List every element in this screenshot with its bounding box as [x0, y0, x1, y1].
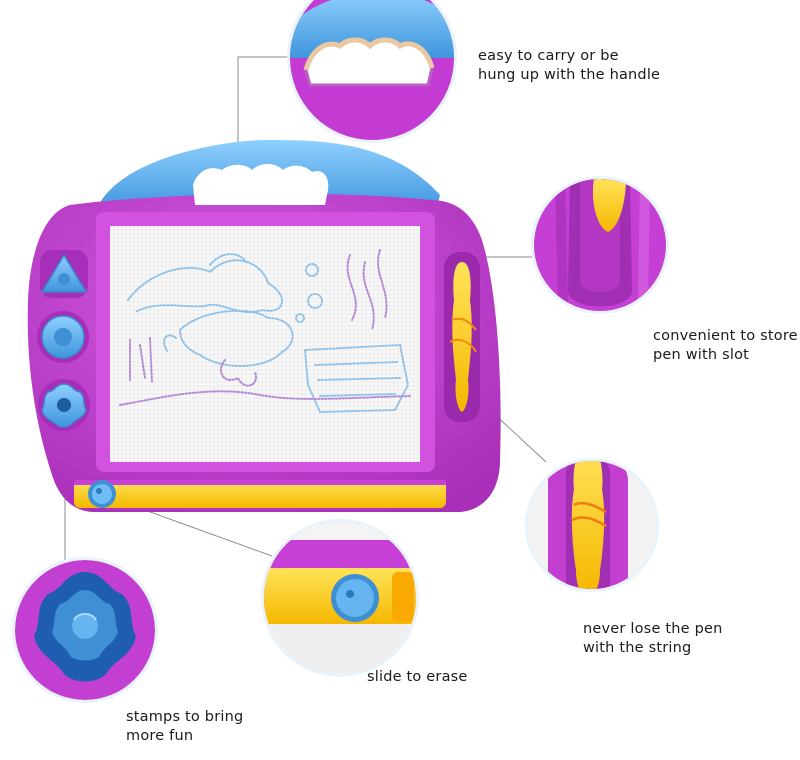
- drawing-screen: [110, 226, 420, 462]
- caption-stamps-line1: stamps to bring: [126, 709, 244, 725]
- stamp-detail-circle: [12, 557, 158, 703]
- flower-stamp-icon[interactable]: [38, 379, 90, 431]
- eraser-knob-icon[interactable]: [88, 480, 116, 508]
- slot-detail-circle: [531, 176, 669, 314]
- caption-slot-line2: pen with slot: [653, 347, 750, 363]
- caption-stamps-line2: more fun: [126, 728, 194, 744]
- pen-icon[interactable]: [449, 262, 477, 412]
- caption-string: never lose the pen with the string: [583, 620, 723, 658]
- caption-slot: convenient to store pen with slot: [653, 327, 798, 365]
- screen-doodle: [119, 249, 411, 414]
- caption-stamps: stamps to bring more fun: [126, 708, 243, 746]
- leader-handle: [237, 56, 290, 150]
- caption-handle-line2: hung up with the handle: [478, 67, 661, 83]
- string-detail-circle: [525, 458, 659, 592]
- caption-handle: easy to carry or be hung up with the han…: [478, 47, 660, 85]
- caption-string-line2: with the string: [583, 640, 692, 656]
- caption-erase: slide to erase: [367, 668, 468, 687]
- circle-stamp-icon[interactable]: [37, 311, 89, 363]
- drawing-board: [27, 140, 501, 512]
- caption-handle-line1: easy to carry or be: [478, 48, 619, 64]
- eraser-track: [74, 480, 446, 508]
- caption-string-line1: never lose the pen: [583, 621, 723, 637]
- handle-cutout: [193, 164, 329, 205]
- triangle-stamp-icon[interactable]: [40, 250, 88, 298]
- caption-slot-line1: convenient to store: [653, 328, 798, 344]
- handle-detail-circle: [287, 0, 457, 143]
- erase-detail-circle: [261, 519, 419, 677]
- caption-erase-line1: slide to erase: [367, 669, 468, 685]
